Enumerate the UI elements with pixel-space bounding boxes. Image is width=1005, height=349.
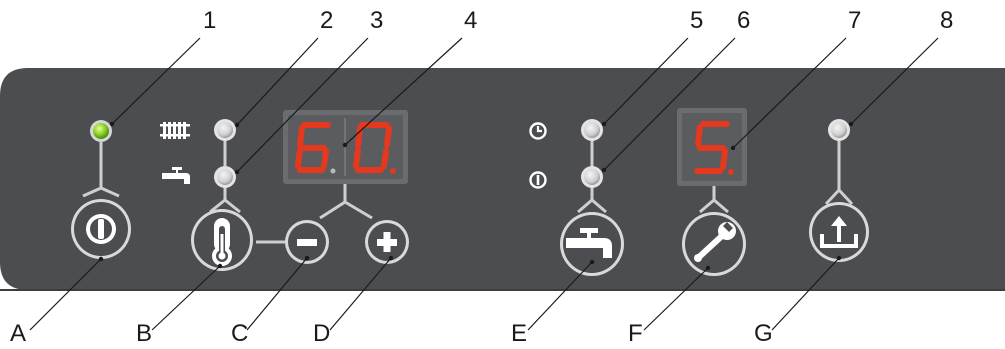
- callout-number-2: 2: [320, 7, 334, 34]
- led-standby: [581, 166, 603, 188]
- connector-lines: [82, 140, 854, 244]
- clock-icon: [529, 122, 547, 140]
- callout-letter-b: B: [136, 320, 153, 347]
- led-hot-water: [214, 166, 236, 188]
- callout-number-6: 6: [737, 7, 751, 34]
- callout-number-5: 5: [690, 7, 704, 34]
- callout-letter-f: F: [628, 320, 643, 347]
- tap-icon: [162, 167, 190, 184]
- callout-dots: [98, 121, 854, 271]
- service-button[interactable]: [682, 212, 746, 276]
- hot-water-button[interactable]: [560, 212, 624, 276]
- thermometer-button[interactable]: [191, 209, 253, 271]
- thermometer-icon: [212, 218, 232, 266]
- callout-letter-d: D: [313, 320, 331, 347]
- display-right: [677, 108, 747, 186]
- led-heating: [214, 119, 236, 141]
- callout-number-3: 3: [370, 7, 384, 34]
- callout-number-8: 8: [940, 7, 954, 34]
- power-icon: [86, 214, 116, 244]
- callout-number-7: 7: [848, 7, 862, 34]
- callout-number-1: 1: [203, 7, 217, 34]
- callout-letter-e: E: [511, 320, 528, 347]
- led-power: [90, 120, 112, 142]
- plus-icon: [377, 232, 397, 252]
- minus-button[interactable]: [285, 220, 329, 264]
- tap-icon: [566, 228, 612, 258]
- callout-letter-c: C: [231, 320, 249, 347]
- minus-icon: [297, 239, 317, 246]
- led-clock: [581, 119, 603, 141]
- reset-icon: [820, 216, 858, 248]
- power-small-icon: [529, 171, 547, 189]
- plus-button[interactable]: [365, 220, 409, 264]
- callout-letter-g: G: [754, 320, 773, 347]
- reset-button[interactable]: [809, 202, 869, 262]
- power-button[interactable]: [71, 199, 131, 259]
- wrench-icon: [694, 222, 736, 262]
- callout-letter-a: A: [10, 320, 27, 347]
- callout-lines: [29, 37, 939, 331]
- callout-number-4: 4: [464, 7, 478, 34]
- radiator-icon: [160, 122, 190, 139]
- led-reset: [828, 119, 850, 141]
